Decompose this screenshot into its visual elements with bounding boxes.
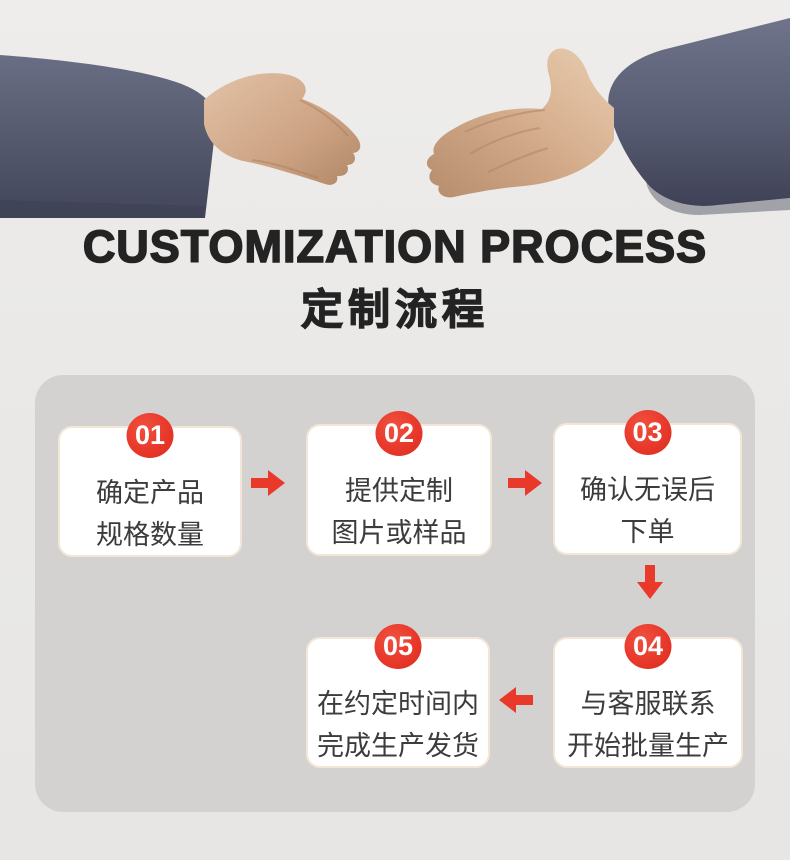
- step-number: 01: [134, 420, 166, 450]
- process-card: 01 确定产品 规格数量 02 提供定制 图片或样品 03 确认无误后 下单 0…: [35, 375, 755, 812]
- step-number: 03: [632, 417, 663, 447]
- step-number: 05: [382, 631, 414, 661]
- step-number-badge: 03: [624, 410, 671, 455]
- step-number-badge: 04: [624, 624, 672, 669]
- step-card-2: 02 提供定制 图片或样品: [306, 411, 492, 556]
- flow-arrow-right-icon: [251, 470, 285, 496]
- left-arm: [0, 55, 361, 218]
- page-title-english: CUSTOMIZATION PROCESS: [82, 220, 708, 273]
- step-text-line: 规格数量: [96, 520, 204, 550]
- flow-arrow-right-icon: [508, 470, 542, 496]
- step-card-3: 03 确认无误后 下单: [553, 410, 742, 555]
- step-number: 04: [632, 631, 664, 661]
- step-card-5: 05 在约定时间内 完成生产发货: [306, 624, 490, 768]
- step-number: 02: [383, 418, 415, 448]
- step-text-line: 提供定制: [345, 476, 453, 506]
- flow-arrow-left-icon: [499, 687, 533, 713]
- step-text-line: 完成生产发货: [317, 731, 479, 761]
- flow-arrow-down-icon: [637, 565, 663, 599]
- step-text-line: 确定产品: [96, 478, 204, 508]
- step-text-line: 确认无误后: [580, 475, 715, 505]
- step-text-line: 图片或样品: [331, 518, 467, 548]
- step-text-line: 开始批量生产: [567, 731, 729, 761]
- step-text-line: 在约定时间内: [317, 689, 479, 719]
- step-number-badge: 01: [126, 413, 174, 458]
- step-text-line: 下单: [620, 517, 675, 547]
- step-text-line: 与客服联系: [580, 689, 716, 719]
- step-card-1: 01 确定产品 规格数量: [58, 413, 242, 557]
- step-number-badge: 05: [374, 624, 422, 669]
- step-card-4: 04 与客服联系 开始批量生产: [553, 624, 743, 768]
- step-number-badge: 02: [375, 411, 423, 456]
- handshake-image: [0, 18, 790, 218]
- right-arm: [426, 18, 790, 215]
- page-title-chinese: 定制流程: [300, 285, 489, 333]
